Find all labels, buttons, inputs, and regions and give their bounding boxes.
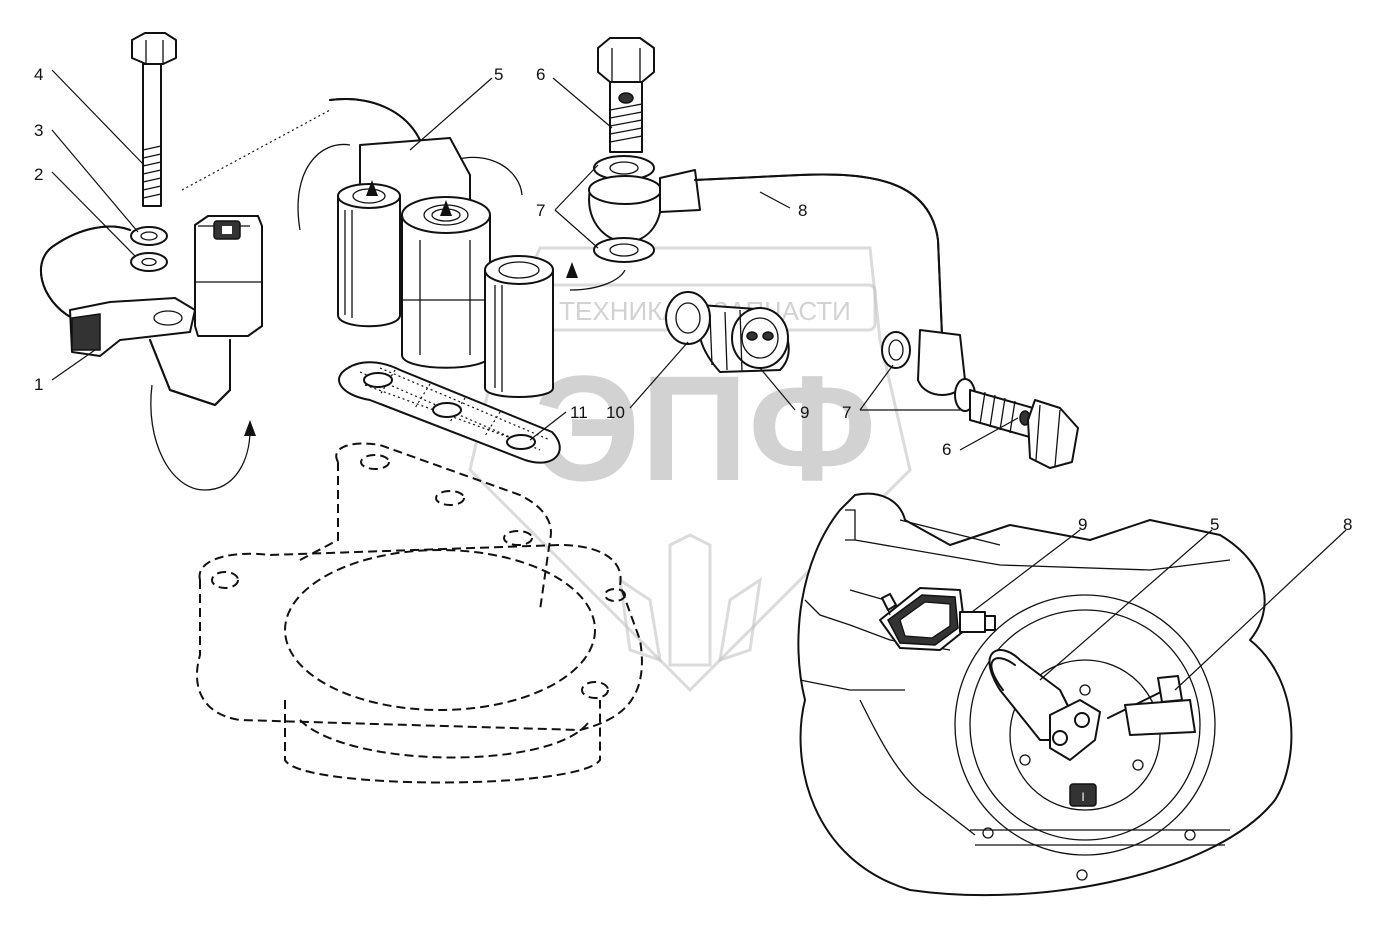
callout-10: 10 [606, 403, 625, 422]
banjo-bolt-part-6-top [597, 37, 655, 153]
washer-part-7-right [881, 331, 976, 412]
washer-part-2 [130, 252, 168, 272]
callout-8-top: 8 [798, 201, 807, 220]
callout-2: 2 [34, 165, 43, 184]
inset-detail-view: I [797, 492, 1293, 897]
callout-1: 1 [34, 375, 43, 394]
sensor-part-9 [697, 304, 790, 373]
wire-dotted-connection [181, 109, 331, 191]
rotation-arrow-left [150, 384, 256, 491]
callout-6-top: 6 [536, 65, 545, 84]
seal-ring-part-10 [665, 291, 711, 345]
watermark-logo-letters: ЭПФ [534, 344, 877, 512]
leader-lines [51, 69, 1347, 691]
banjo-bolt-part-6-bottom [969, 389, 1079, 469]
callout-3: 3 [34, 121, 43, 140]
pump-housing [195, 442, 643, 784]
callout-8-inset: 8 [1343, 515, 1352, 534]
callout-7-right: 7 [842, 403, 851, 422]
callout-5-inset: 5 [1210, 515, 1219, 534]
callout-labels: 1 2 3 4 5 6 7 8 10 9 7 11 6 9 5 8 [34, 65, 1352, 534]
watermark-logo: ТЕХНИКА И ЗАПЧАСТИ ЭПФ [468, 246, 912, 693]
callout-4: 4 [34, 65, 43, 84]
banjo-fitting-part-7 [588, 155, 662, 263]
callout-7-top: 7 [536, 201, 545, 220]
bolt-part-4 [131, 32, 177, 207]
callout-9-top: 9 [800, 403, 809, 422]
gasket-part-11 [338, 361, 561, 464]
callout-5-top: 5 [494, 65, 503, 84]
valve-assembly-part-5 [329, 98, 554, 398]
washer-part-3 [130, 226, 168, 246]
rotation-arrow-center [297, 143, 626, 291]
callout-9-inset: 9 [1078, 515, 1087, 534]
inset-marker-label: I [1081, 790, 1084, 804]
bracket-wire-part-1 [39, 215, 263, 406]
callout-11: 11 [570, 403, 588, 422]
callout-6-bottom: 6 [942, 440, 951, 459]
